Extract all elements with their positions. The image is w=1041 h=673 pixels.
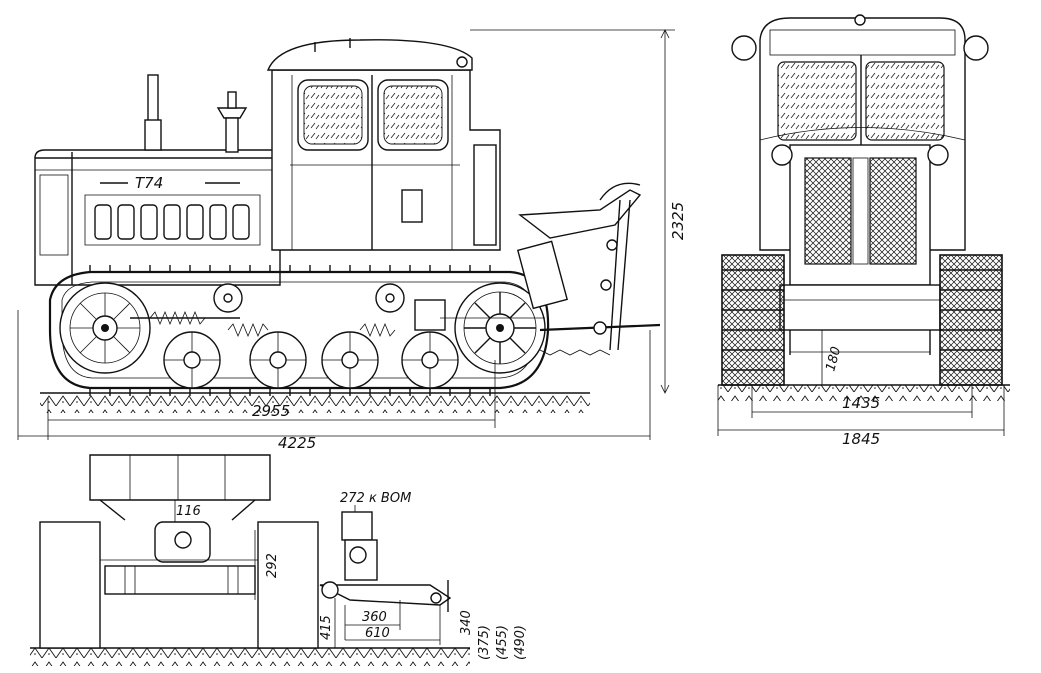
model-label: Т74 xyxy=(135,174,163,192)
rear-view: 116 292 272 к ВОМ 415 360 610 xyxy=(30,454,528,666)
road-wheels xyxy=(163,331,459,389)
pto-label: 272 к ВОМ xyxy=(340,491,411,506)
front-idler xyxy=(59,282,151,374)
engine-hood: Т74 xyxy=(34,149,281,286)
dim-length-label: 4225 xyxy=(278,434,316,452)
dim-455-label: (455) xyxy=(495,625,510,660)
rear-track-left xyxy=(39,521,101,649)
rear-differential: 116 292 xyxy=(100,500,280,600)
front-track-right xyxy=(939,254,1003,386)
front-dimensions: 180 1435 1845 xyxy=(717,330,1005,448)
return-rollers xyxy=(213,283,405,313)
dim-375-label: (375) xyxy=(477,625,492,660)
drive-sprocket xyxy=(454,282,546,374)
dim-340-label: 340 xyxy=(459,610,474,635)
rear-ground xyxy=(30,647,470,666)
radiator-grille xyxy=(771,144,949,286)
dim-height-label: 2325 xyxy=(669,202,687,240)
dim-360-label: 360 xyxy=(362,610,387,625)
hood-louvers xyxy=(94,204,250,240)
rear-dimensions: 415 360 610 340 (375) (455) (490) xyxy=(319,598,528,660)
dim-415-label: 415 xyxy=(319,615,334,640)
rear-hitch xyxy=(414,182,661,356)
dim-track-gauge-label: 1435 xyxy=(842,394,880,412)
exhaust-pipe xyxy=(144,74,162,151)
front-view: 180 1435 1845 xyxy=(717,14,1010,448)
side-ground xyxy=(40,392,590,413)
cab xyxy=(266,38,501,251)
front-lower-body xyxy=(779,284,941,355)
dim-clearance-label: 180 xyxy=(823,345,844,373)
dim-292-label: 292 xyxy=(265,553,280,578)
dim-490-label: (490) xyxy=(513,625,528,660)
side-dimensions: 2325 2955 4225 xyxy=(17,29,687,452)
dim-width-label: 1845 xyxy=(842,430,880,448)
track-grousers xyxy=(89,265,491,396)
rear-track-right xyxy=(257,521,319,649)
side-view: Т74 xyxy=(17,29,687,452)
dim-610-label: 610 xyxy=(365,626,390,641)
dim-base-label: 2955 xyxy=(252,402,290,420)
rear-tank xyxy=(89,454,271,521)
air-cleaner xyxy=(216,91,248,153)
front-track-left xyxy=(721,254,785,386)
pto-assembly: 272 к ВОМ xyxy=(319,491,452,612)
dim-116-label: 116 xyxy=(176,504,201,519)
suspension-springs xyxy=(130,310,396,338)
